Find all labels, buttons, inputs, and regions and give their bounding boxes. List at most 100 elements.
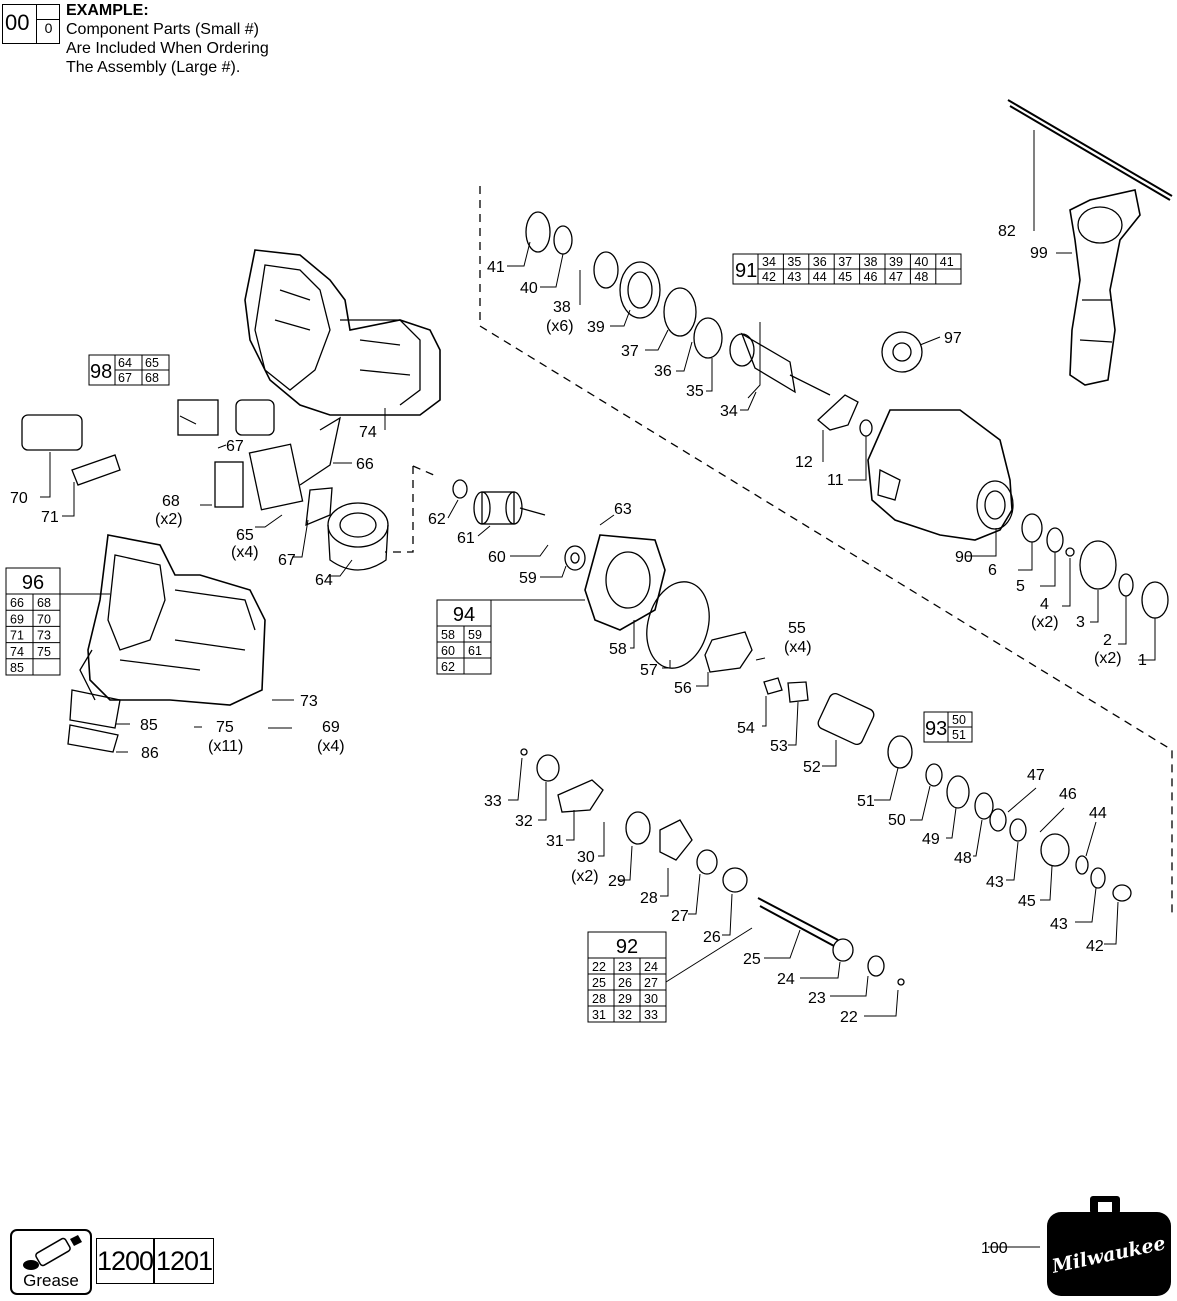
legend-line-2: Are Included When Ordering [66, 40, 269, 57]
motor-end-frame [584, 534, 666, 631]
part-label-25: 25 [743, 951, 761, 968]
o-ring-44 [1075, 855, 1089, 875]
piston-52 [817, 692, 875, 746]
armature [473, 491, 546, 525]
lever-12 [817, 394, 859, 431]
legend-component-box: 0 [36, 5, 60, 43]
part-label-69: 69 [322, 719, 340, 736]
grease-tube-icon [23, 1235, 82, 1270]
part-label-11: 11 [827, 472, 844, 489]
assembly-94-part: 59 [468, 628, 482, 642]
part-label-53: 53 [770, 738, 788, 755]
pcb-66 [248, 443, 304, 511]
assembly-91-part: 48 [914, 270, 928, 284]
assembly-93-part-50: 50 [952, 713, 966, 727]
plate-31 [557, 779, 604, 813]
switch-module-98 [177, 399, 219, 436]
striker-42 [1112, 884, 1132, 902]
bearing-38 [593, 251, 619, 289]
gear-39 [619, 261, 661, 319]
part-label-62: 62 [428, 511, 446, 528]
part-labels: 82 99 97 12 11 90 6 5 4 (x2) 3 2 (x2) 1 … [10, 223, 1147, 1257]
assembly-98-part: 65 [145, 356, 159, 370]
grease-label: Grease [23, 1271, 79, 1290]
part-label-34: 34 [720, 403, 738, 420]
part-label-85: 85 [140, 717, 158, 734]
part-label-67a: 67 [226, 438, 244, 455]
assembly-98-part: 64 [118, 356, 132, 370]
flange-56 [704, 631, 753, 673]
part-label-38: 38 [553, 299, 571, 316]
assembly-92-part: 22 [592, 960, 606, 974]
part-label-41: 41 [487, 259, 505, 276]
part-label-47: 47 [1027, 767, 1045, 784]
assembly-92-number: 92 [616, 936, 638, 958]
legend-assembly-number: 00 [5, 10, 30, 35]
part-label-2: 2 [1103, 632, 1112, 649]
part-label-82: 82 [998, 223, 1016, 240]
ring-41 [525, 211, 551, 253]
part-label-68: 68 [162, 493, 180, 510]
part-label-46: 46 [1059, 786, 1077, 803]
assembly-92-part: 33 [644, 1008, 658, 1022]
part-label-74: 74 [359, 424, 377, 441]
part-label-63: 63 [614, 501, 632, 518]
clip-33 [520, 748, 528, 756]
switch-module-97 [881, 331, 923, 373]
part-label-61: 61 [457, 530, 475, 547]
ball-4 [1065, 547, 1075, 557]
assembly-94-part: 60 [441, 644, 455, 658]
bearing-27 [696, 849, 718, 875]
bearing-24 [832, 938, 854, 962]
part-label-45: 45 [1018, 893, 1036, 910]
part-label-75-qty: (x11) [208, 738, 243, 755]
switch-71 [71, 454, 121, 486]
part-label-38-qty: (x6) [546, 318, 574, 335]
assembly-94-part: 62 [441, 660, 455, 674]
part-label-65: 65 [236, 527, 254, 544]
o-ring-43a [1009, 818, 1027, 842]
assembly-91-part: 36 [813, 255, 827, 269]
part-label-26: 26 [703, 929, 721, 946]
part-label-32: 32 [515, 813, 533, 830]
o-ring-43b [1090, 867, 1106, 889]
board-67b [214, 461, 244, 508]
assembly-96-part: 75 [37, 645, 51, 659]
collar-3 [1079, 540, 1117, 590]
carrying-case-icon [1047, 1196, 1171, 1296]
assembly-94-number: 94 [453, 604, 475, 626]
o-ring-50 [925, 763, 943, 787]
stator [327, 502, 389, 571]
legend-line-1: Component Parts (Small #) [66, 21, 259, 38]
assembly-91-part: 45 [838, 270, 852, 284]
leader-lines [40, 130, 1156, 1248]
part-label-43b: 43 [1050, 916, 1068, 933]
assembly-93-number: 93 [925, 718, 947, 740]
part-label-2-qty: (x2) [1094, 650, 1122, 667]
assembly-91-part: 39 [889, 255, 903, 269]
assembly-91-part: 38 [864, 255, 878, 269]
part-label-33: 33 [484, 793, 502, 810]
washer-35 [693, 317, 723, 359]
assembly-91-part: 42 [762, 270, 776, 284]
handle-housing-half [79, 534, 266, 706]
wobble-28 [659, 819, 693, 861]
spring-11 [859, 419, 873, 437]
legend-line-3: The Assembly (Large #). [66, 59, 241, 76]
grease-code-2: 1201 [154, 1238, 214, 1284]
assembly-92-part: 28 [592, 992, 606, 1006]
assembly-91-part: 35 [787, 255, 801, 269]
legend-title: EXAMPLE: [66, 2, 149, 19]
assembly-93-part-51: 51 [952, 728, 966, 742]
assembly-96-part: 68 [37, 596, 51, 610]
part-label-30-qty: (x2) [571, 868, 599, 885]
grease-badge: Grease [10, 1229, 92, 1295]
trigger-67 [235, 399, 275, 436]
part-label-65-qty: (x4) [231, 544, 259, 561]
part-label-97: 97 [944, 330, 962, 347]
assembly-96-part: 70 [37, 612, 51, 626]
part-label-67b: 67 [278, 552, 296, 569]
gear-23 [867, 955, 885, 977]
